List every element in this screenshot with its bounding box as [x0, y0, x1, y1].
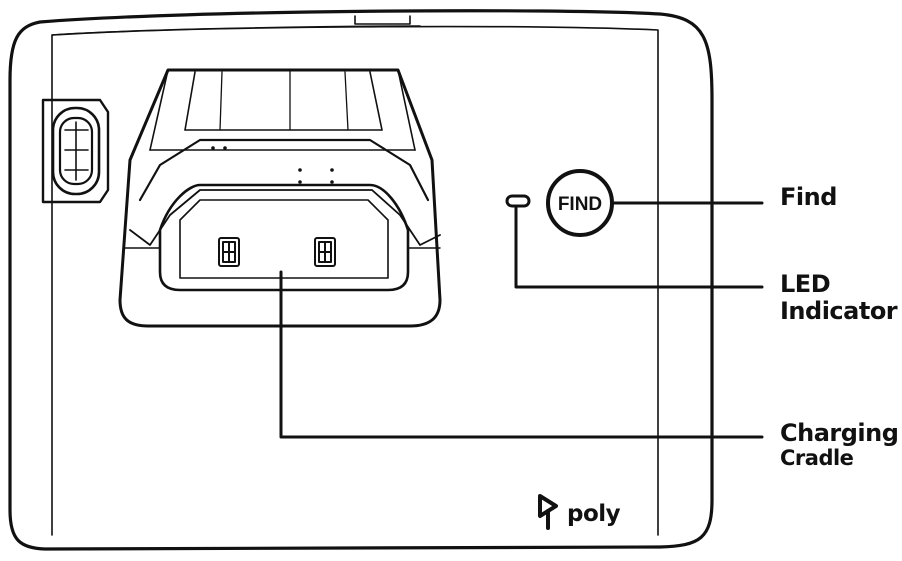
- poly-logo-icon: [538, 494, 558, 530]
- charging-contact-left: [218, 237, 240, 267]
- cradle-label-line1: Charging: [780, 419, 899, 447]
- led-label-line2: Indicator: [780, 296, 898, 325]
- find-callout-label: Find: [780, 183, 837, 211]
- top-notch: [354, 15, 411, 25]
- base-station-body: [8, 9, 714, 551]
- charging-cradle: [118, 68, 442, 328]
- base-station-top-edge: [51, 25, 421, 36]
- led-label-line1: LED: [780, 270, 831, 298]
- charging-cradle-callout-label: Charging Cradle: [780, 419, 899, 470]
- cradle-leader-line: [279, 270, 764, 439]
- brand-logo-text: poly: [567, 501, 621, 527]
- led-indicator-callout-label: LED Indicator: [780, 270, 898, 325]
- led-leader-line: [514, 204, 764, 289]
- side-clip: [41, 98, 110, 204]
- base-station-inner-outline: [51, 25, 659, 536]
- cradle-label-line2: Cradle: [780, 445, 854, 470]
- find-button-label: FIND: [558, 194, 602, 215]
- led-indicator: [505, 194, 531, 208]
- charging-contact-right: [314, 237, 336, 267]
